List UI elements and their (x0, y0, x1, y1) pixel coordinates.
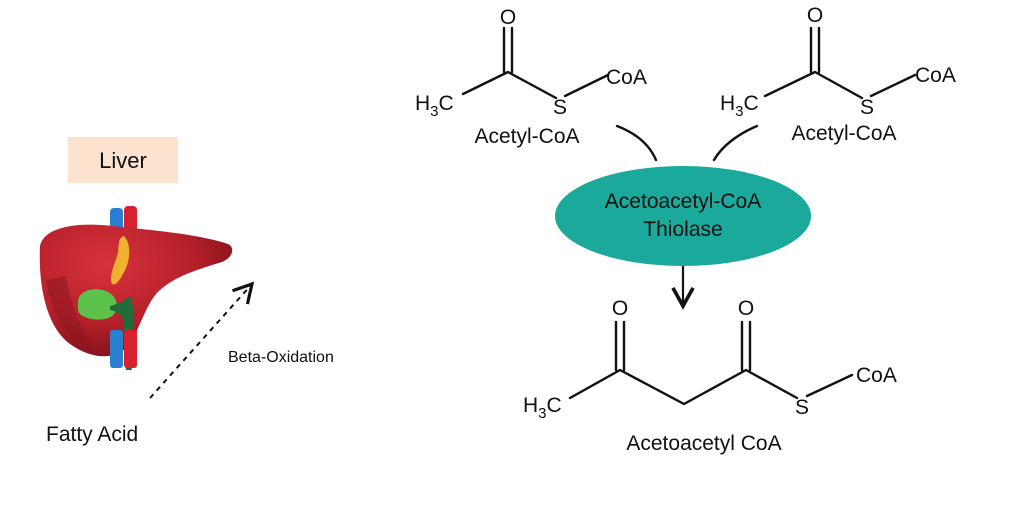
liver-panel: Liver Beta-Oxidation Fatty Acid (39, 137, 334, 446)
gallbladder (77, 289, 117, 320)
right-substrate-curve (712, 124, 759, 162)
acetoacetyl-coa-methyl: H3C (523, 394, 562, 422)
hepatic-duct (110, 236, 130, 285)
left-substrate-curve (615, 124, 658, 162)
beta-oxidation-label: Beta-Oxidation (228, 349, 334, 366)
acetyl-coa-left-sulfur: S (553, 96, 567, 119)
acetoacetyl-coa-methyl-h: H (523, 394, 538, 417)
acetyl-coa-left-methyl-c: C (439, 92, 454, 115)
acetoacetyl-coa: O O S CoA H3C Acetoacetyl CoA (523, 297, 897, 455)
acetoacetyl-coa-methyl-sub: 3 (538, 405, 546, 422)
enzyme-thiolase: Acetoacetyl-CoA Thiolase (555, 166, 811, 266)
acetyl-coa-left-name: Acetyl-CoA (474, 125, 579, 148)
acetyl-coa-right-name: Acetyl-CoA (791, 122, 896, 145)
acetyl-coa-left: O S CoA H3C Acetyl-CoA (415, 6, 647, 148)
liver-title: Liver (99, 148, 147, 173)
red-vessel-lower (124, 330, 137, 368)
acetyl-coa-left-methyl-sub: 3 (430, 103, 438, 120)
acetyl-coa-right-methyl-c: C (744, 92, 759, 115)
beta-oxidation-arrow (149, 281, 255, 399)
acetyl-coa-left-bonds (461, 70, 610, 100)
blue-vessel-lower (110, 330, 123, 368)
acetyl-coa-left-oxygen: O (500, 6, 516, 29)
acetoacetyl-coa-methyl-c: C (547, 394, 562, 417)
acetyl-coa-left-coa: CoA (606, 66, 647, 89)
liver-lobe-shadow (46, 276, 98, 354)
acetoacetyl-coa-bonds (568, 368, 854, 406)
acetyl-coa-right-coa: CoA (915, 64, 956, 87)
liver-title-box (68, 137, 178, 183)
acetyl-coa-left-methyl: H3C (415, 92, 454, 120)
acetoacetyl-coa-oxygen-2: O (738, 297, 754, 320)
acetyl-coa-right-methyl: H3C (720, 92, 759, 120)
acetyl-coa-right-bonds (763, 70, 917, 100)
acetyl-coa-left-methyl-h: H (415, 92, 430, 115)
acetoacetyl-coa-oxygen-1: O (612, 297, 628, 320)
fatty-acid-label: Fatty Acid (46, 423, 138, 446)
acetyl-coa-right-sulfur: S (860, 96, 874, 119)
acetyl-coa-right-methyl-sub: 3 (735, 103, 743, 120)
enzyme-name-line2: Thiolase (643, 218, 722, 241)
enzyme-ellipse (555, 166, 811, 266)
acetyl-coa-right-oxygen: O (807, 4, 823, 27)
acetyl-coa-right: O S CoA H3C Acetyl-CoA (720, 4, 956, 145)
liver-illustration (39, 206, 233, 370)
acetoacetyl-coa-coa: CoA (856, 364, 897, 387)
enzyme-name-line1: Acetoacetyl-CoA (605, 190, 761, 213)
acetoacetyl-coa-name: Acetoacetyl CoA (626, 432, 781, 455)
acetyl-coa-right-methyl-h: H (720, 92, 735, 115)
liver-lobe-right (39, 224, 233, 357)
acetoacetyl-coa-sulfur: S (795, 396, 809, 419)
